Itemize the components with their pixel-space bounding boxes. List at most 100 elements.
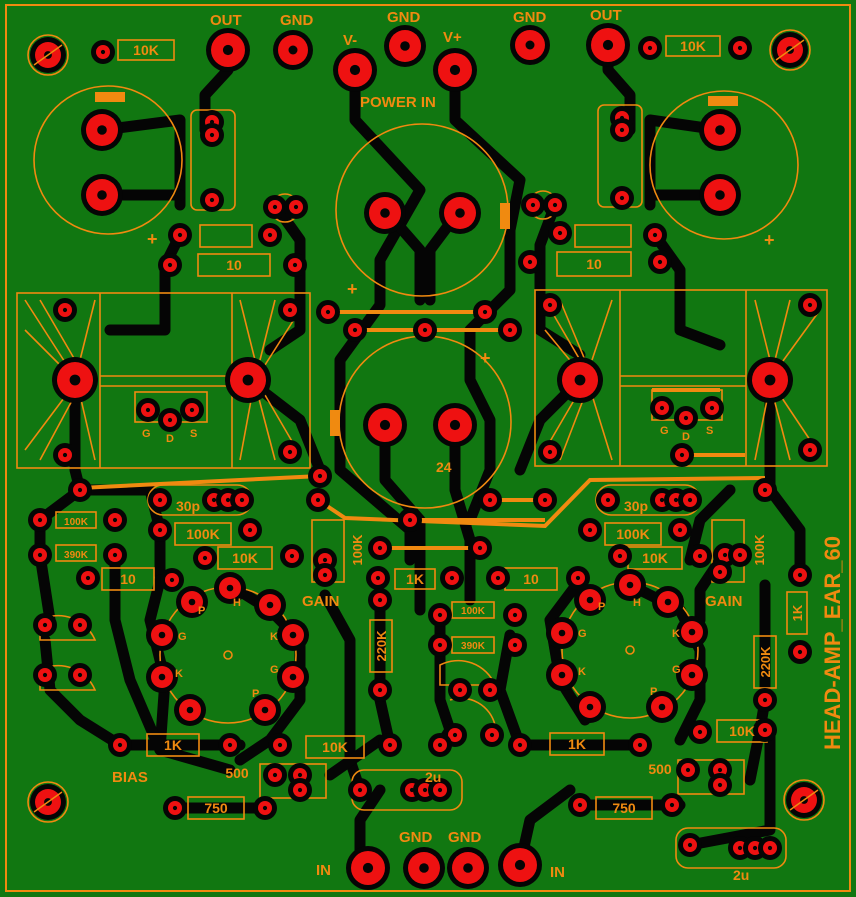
- val-r-10k-left: 10K: [232, 550, 258, 566]
- val-r-100k-right: 100K: [461, 606, 486, 617]
- pad-hole: [586, 596, 594, 604]
- pad-hole: [587, 527, 593, 533]
- tube-pin-k-left: K: [270, 631, 278, 643]
- pad-hole: [715, 190, 725, 200]
- pad-hole: [637, 742, 643, 748]
- pad-hole: [717, 569, 723, 575]
- pad-hole: [322, 572, 328, 578]
- pad-hole: [379, 419, 391, 431]
- pad-hole: [737, 552, 743, 558]
- pad-hole: [37, 552, 43, 558]
- pad-hole: [807, 302, 813, 308]
- pad-hole: [722, 552, 728, 558]
- pad-hole: [387, 742, 393, 748]
- pad-hole: [669, 802, 675, 808]
- pad-hole: [100, 49, 106, 55]
- tube-pin-k2-right: K: [578, 666, 586, 678]
- pad-hole: [673, 497, 679, 503]
- pad-hole: [315, 497, 321, 503]
- pad-hole: [482, 309, 488, 315]
- mounting-mark: [775, 39, 805, 61]
- val-r-390k-right: 390K: [461, 641, 486, 652]
- pad-hole: [657, 259, 663, 265]
- pad-hole: [380, 208, 390, 218]
- pad-hole: [455, 208, 465, 218]
- pad-hole: [419, 863, 429, 873]
- polarity-marks: [95, 92, 738, 436]
- pad-hole: [737, 45, 743, 51]
- pad-hole: [512, 612, 518, 618]
- pad-hole: [209, 197, 215, 203]
- pad-hole: [222, 44, 234, 56]
- pad-hole: [267, 232, 273, 238]
- tube-pin-p-left: P: [198, 605, 205, 617]
- pad-hole: [177, 232, 183, 238]
- label-diode-right: 2u: [733, 867, 749, 883]
- label-gnd-top-mid: GND: [387, 9, 421, 26]
- pad-hole: [225, 497, 231, 503]
- pad-hole: [349, 64, 361, 76]
- val-r-gate-left: 10: [226, 257, 242, 273]
- pad-hole: [362, 862, 374, 874]
- label-cap-24: 24: [436, 459, 452, 475]
- pad-hole: [77, 672, 83, 678]
- pad-hole: [574, 374, 586, 386]
- pad-hole: [517, 742, 523, 748]
- pad-hole: [112, 552, 118, 558]
- val-r-390k-left: 390K: [64, 550, 89, 561]
- pad-hole: [407, 517, 413, 523]
- board-name: HEAD-AMP_EAR_60: [820, 536, 845, 750]
- pads: [28, 23, 822, 890]
- pad-hole: [287, 449, 293, 455]
- tube-pin-p-right: P: [598, 601, 605, 613]
- val-r-1k-vert-right: 1K: [790, 604, 805, 621]
- pad-hole: [272, 772, 278, 778]
- pad-hole: [202, 555, 208, 561]
- pad-hole: [557, 230, 563, 236]
- pad-hole: [586, 703, 594, 711]
- pad-hole: [619, 127, 625, 133]
- pad-hole: [659, 405, 665, 411]
- pad-hole: [266, 601, 274, 609]
- val-r-220k-right: 220K: [758, 646, 773, 678]
- pad-hole: [514, 859, 526, 871]
- pad-hole: [226, 584, 234, 592]
- pad-hole: [375, 575, 381, 581]
- pad-hole: [209, 132, 215, 138]
- pad-hole: [477, 545, 483, 551]
- pad-hole: [752, 845, 758, 851]
- tube-pin-k2-left: K: [175, 668, 183, 680]
- pad-hole: [530, 202, 536, 208]
- plus-mark-4: +: [480, 348, 491, 368]
- val-r-10-left2: 10: [120, 571, 136, 587]
- fet-s-left: S: [190, 428, 197, 440]
- pad-hole: [189, 407, 195, 413]
- label-v-minus: V-: [343, 32, 357, 49]
- val-r-out-left: 10K: [133, 42, 159, 58]
- pad-hole: [762, 727, 768, 733]
- val-r-750-right: 750: [612, 800, 636, 816]
- pad-hole: [525, 40, 535, 50]
- pad-hole: [697, 729, 703, 735]
- pad-hole: [157, 527, 163, 533]
- val-r-1k-bias-left: 1K: [164, 737, 182, 753]
- tube-pin-k-right: K: [672, 628, 680, 640]
- tube-pin-g2-left: G: [270, 664, 279, 676]
- plus-mark-1: +: [147, 229, 158, 249]
- pad-hole: [242, 374, 254, 386]
- plus-mark-3: +: [347, 279, 358, 299]
- pad-hole: [167, 417, 173, 423]
- val-r-100k-vert-right: 100K: [752, 534, 767, 566]
- pad-hole: [687, 497, 693, 503]
- pad-hole: [288, 45, 298, 55]
- tube-pin-p2-left: P: [252, 688, 259, 700]
- pad-hole: [463, 863, 473, 873]
- pad-hole: [617, 553, 623, 559]
- pad-hole: [457, 687, 463, 693]
- val-r-1k-bias-right: 1K: [568, 736, 586, 752]
- pad-hole: [619, 195, 625, 201]
- val-r-10-right2: 10: [523, 571, 539, 587]
- mounting-mark: [33, 791, 63, 813]
- pad-hole: [547, 302, 553, 308]
